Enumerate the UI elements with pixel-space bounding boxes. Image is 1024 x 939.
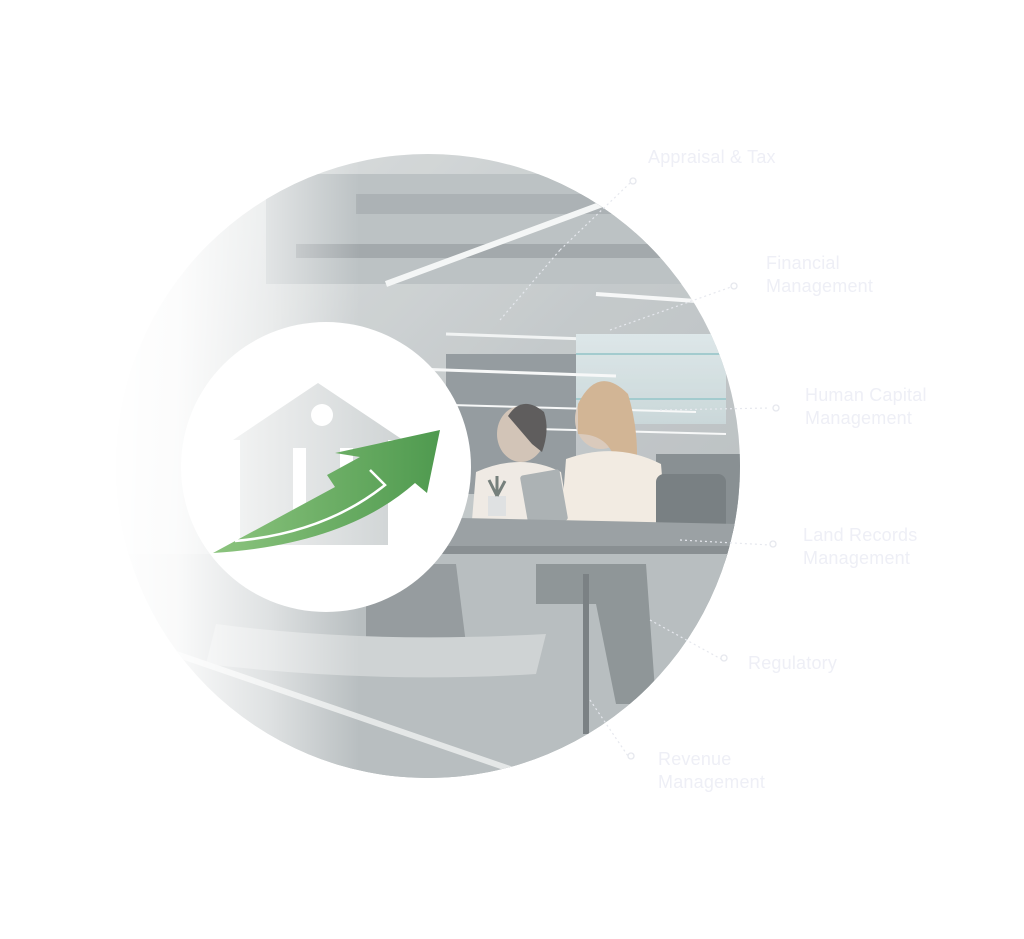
node-appraisal xyxy=(629,177,637,185)
service-label-line1: Regulatory xyxy=(748,653,838,673)
service-label-line2: Management xyxy=(658,772,766,792)
node-land-records xyxy=(769,540,777,548)
service-label-line1: Financial xyxy=(766,253,840,273)
service-label-line2: Management xyxy=(766,276,874,296)
service-label-line1: Land Records xyxy=(803,525,918,545)
service-label-line2: Management xyxy=(805,408,913,428)
service-appraisal-tax: Appraisal & Tax xyxy=(648,146,776,169)
node-financial xyxy=(730,282,738,290)
service-label-line1: Human Capital xyxy=(805,385,927,405)
service-label-line1: Appraisal & Tax xyxy=(648,147,776,167)
service-land-records-management: Land Records Management xyxy=(803,524,917,570)
node-regulatory xyxy=(720,654,728,662)
service-label-line2: Management xyxy=(803,548,911,568)
service-human-capital-management: Human Capital Management xyxy=(805,384,927,430)
service-financial-management: Financial Management xyxy=(766,252,873,298)
service-regulatory: Regulatory xyxy=(748,652,837,675)
service-revenue-management: Revenue Management xyxy=(658,748,765,794)
node-human-capital xyxy=(772,404,780,412)
house-with-growth-arrow-icon xyxy=(213,383,440,553)
service-label-line1: Revenue xyxy=(658,749,732,769)
node-revenue xyxy=(627,752,635,760)
